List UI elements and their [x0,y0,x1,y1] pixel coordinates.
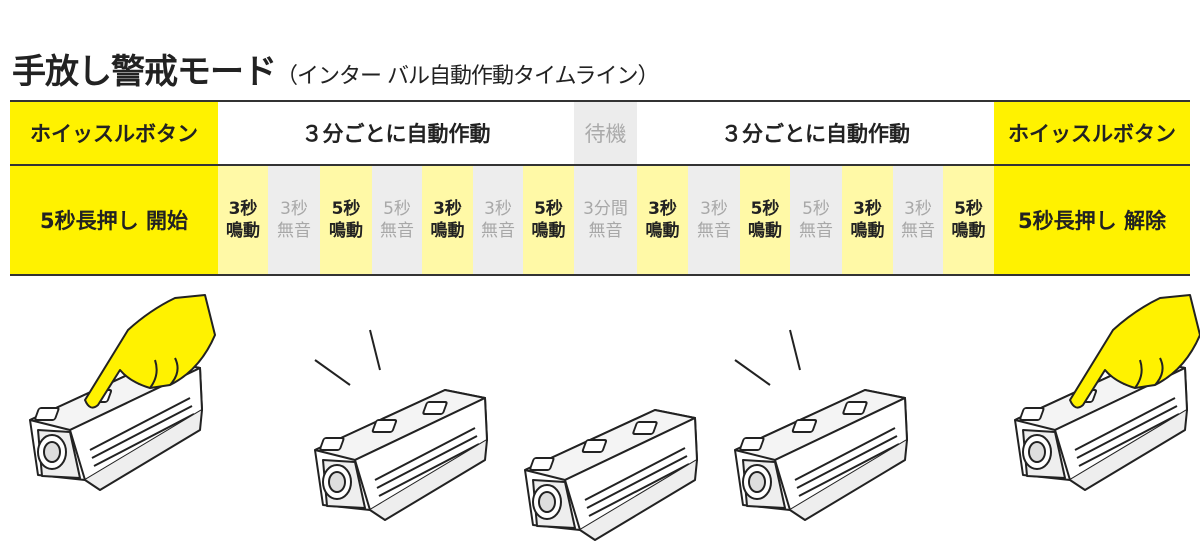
header-whistle-stop: ホイッスルボタン [994,102,1190,164]
segment-silent: 3秒 無音 [473,166,523,274]
device-press-start [29,294,216,491]
title-subtitle: （インター バル自動作動タイムライン） [276,64,659,89]
segment-sound: 5秒 鳴動 [740,166,790,274]
header-row: ホイッスルボタン ３分ごとに自動作動 待機 ３分ごとに自動作動 ホイッスルボタン [10,102,1190,166]
segment-silent: 5秒 無音 [790,166,842,274]
segment-silent: 3秒 無音 [688,166,740,274]
segment-sound: 5秒 鳴動 [523,166,574,274]
segment-silent: 5秒 無音 [372,166,422,274]
header-auto-1: ３分ごとに自動作動 [301,122,491,146]
segment-sound: 5秒 鳴動 [320,166,372,274]
pointing-hand-icon [1069,294,1200,409]
title-main: 手放し警戒モード [12,52,277,92]
diagram-title: 手放し警戒モード（インター バル自動作動タイムライン） [12,44,659,93]
pointing-hand-icon [84,294,216,409]
sound-lines-icon [734,329,801,386]
device-press-stop [1014,294,1200,491]
segment-sound: 3秒 鳴動 [842,166,893,274]
segment-sound: 3秒 鳴動 [218,166,268,274]
segment-sound: 3秒 鳴動 [637,166,688,274]
stop-instruction: 5秒長押し 解除 [994,166,1190,274]
timeline-table: ホイッスルボタン ３分ごとに自動作動 待機 ３分ごとに自動作動 ホイッスルボタン… [10,100,1190,276]
header-auto-2: ３分ごとに自動作動 [721,122,910,146]
device-silent [524,409,698,541]
segment-sound: 5秒 鳴動 [943,166,994,274]
header-wait: 待機 [574,102,637,164]
sound-lines-icon [314,329,381,386]
segment-silent: 3分間 無音 [574,166,637,274]
segment-sound: 3秒 鳴動 [422,166,473,274]
segment-silent: 3秒 無音 [893,166,943,274]
device-sounding-2 [734,329,908,521]
device-sounding-1 [314,329,488,521]
start-instruction: 5秒長押し 開始 [10,166,218,274]
segment-silent: 3秒 無音 [268,166,320,274]
header-whistle-start: ホイッスルボタン [10,102,218,164]
